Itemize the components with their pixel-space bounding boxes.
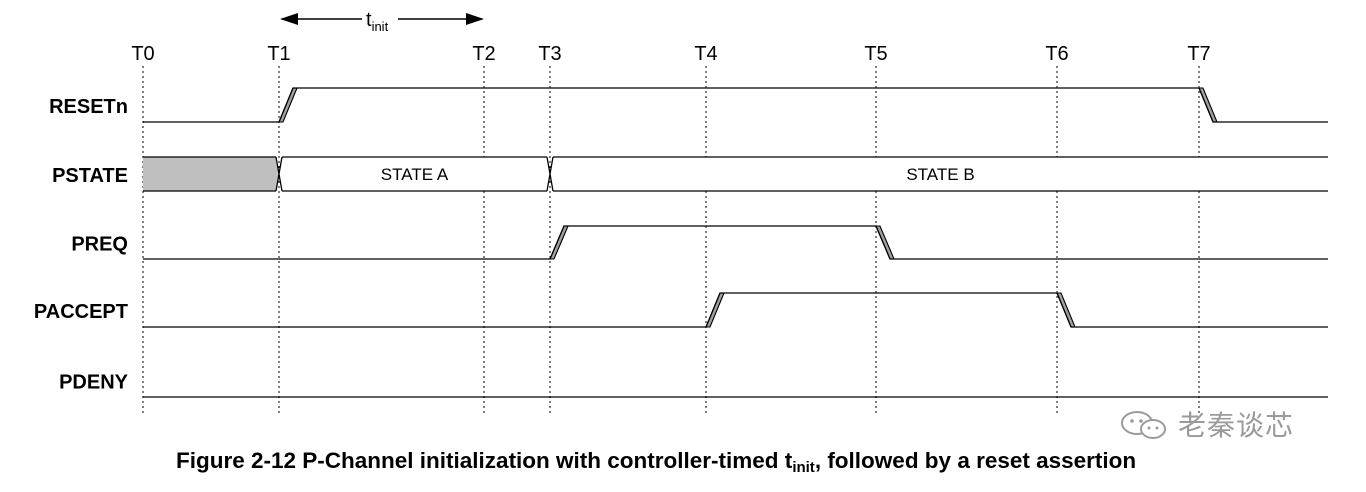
- bus-value-3: STATE B: [906, 165, 974, 184]
- wechat-logo-icon: [1121, 411, 1166, 439]
- signal-label-resetn: RESETn: [49, 96, 128, 118]
- caption-subscript: init: [792, 459, 815, 476]
- time-guides: [142, 66, 1200, 414]
- wave-paccept: [143, 292, 1328, 328]
- t-init-sub: init: [372, 19, 389, 34]
- t-init-label-bg: [362, 6, 398, 32]
- signal-label-paccept: PACCEPT: [34, 301, 128, 323]
- bus-segment-1: [143, 157, 279, 191]
- time-markers: T0 T1 T2 T3 T4 T5 T6 T7: [131, 43, 1210, 65]
- watermark: 老秦谈芯: [1120, 402, 1320, 446]
- caption-suffix: , followed by a reset assertion: [814, 448, 1137, 473]
- watermark-text: 老秦谈芯: [1178, 409, 1295, 442]
- signal-label-pdeny: PDENY: [59, 372, 129, 394]
- time-marker-t5: T5: [864, 43, 887, 65]
- time-marker-t0: T0: [131, 43, 154, 65]
- time-marker-t2: T2: [472, 43, 495, 65]
- figure-caption: Figure 2-12 P-Channel initialization wit…: [176, 448, 1136, 476]
- bus-segment-2: [279, 157, 550, 191]
- wave-preq: [143, 225, 1328, 260]
- caption-prefix: Figure 2-12 P-Channel initialization wit…: [176, 448, 793, 473]
- time-marker-t6: T6: [1045, 43, 1068, 65]
- t-init-base: t: [366, 9, 372, 31]
- time-marker-t7: T7: [1187, 43, 1210, 65]
- bus-crossover-t1: [275, 156, 283, 192]
- bus-value-2: STATE A: [381, 165, 449, 184]
- svg-text:tinit: tinit: [366, 9, 389, 34]
- signal-label-pstate: PSTATE: [52, 165, 128, 187]
- bus-crossover-t3: [546, 156, 554, 192]
- wave-resetn: [143, 87, 1328, 123]
- bus-segment-3: [550, 157, 1328, 191]
- t-init-dimension: tinit: [280, 6, 484, 34]
- t-init-arrow-left-head: [280, 13, 298, 25]
- time-marker-t1: T1: [267, 43, 290, 65]
- time-marker-t4: T4: [694, 43, 717, 65]
- t-init-arrow-right-head: [466, 13, 484, 25]
- signal-label-preq: PREQ: [71, 234, 128, 256]
- time-marker-t3: T3: [538, 43, 561, 65]
- waveforms: STATE A STATE B: [143, 87, 1328, 398]
